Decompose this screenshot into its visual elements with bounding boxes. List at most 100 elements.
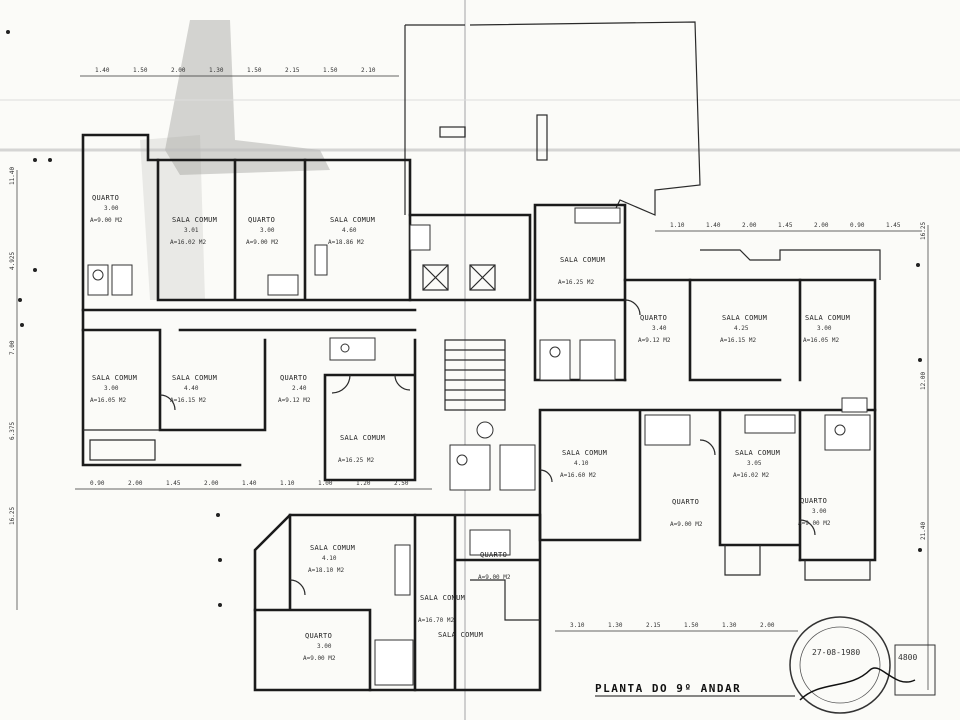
dimension-value: 2.00: [204, 480, 219, 487]
room-area-label: A=16.70 M2: [418, 617, 455, 624]
dimension-value: 1.50: [684, 622, 699, 629]
room-area-label: A=16.25 M2: [338, 457, 375, 464]
room-area-label: A=18.10 M2: [308, 567, 345, 574]
survey-marks: [6, 30, 922, 607]
room-dimension-label: 4.60: [342, 227, 357, 234]
dimension-value: 1.40: [706, 222, 721, 229]
room-dimension-label: 3.05: [747, 460, 762, 467]
dimension-value: 1.30: [608, 622, 623, 629]
stamp-date: 27-08-1980: [812, 648, 860, 657]
dimension-value: 2.00: [128, 480, 143, 487]
left-wing-outer-wall: [81, 133, 412, 467]
room-dimension-label: 3.00: [104, 205, 119, 212]
water-stain-2: [140, 135, 205, 300]
room-dimension-label: 3.00: [260, 227, 275, 234]
room-dimension-label: 3.00: [317, 643, 332, 650]
dimension-value: 1.30: [209, 67, 224, 74]
dimension-value: 4.925: [9, 252, 16, 270]
rooftop-outline: [404, 21, 701, 216]
bottom-wing-outer-wall: [253, 513, 417, 692]
room-name-label: SALA COMUM: [420, 594, 465, 602]
room-name-label: QUARTO: [280, 374, 307, 382]
room-area-label: A=9.00 M2: [478, 574, 511, 581]
dimension-value: 2.00: [760, 622, 775, 629]
room-name-label: SALA COMUM: [172, 374, 217, 382]
room-name-label: QUARTO: [800, 497, 827, 505]
dimension-value: 2.00: [171, 67, 186, 74]
room-dimension-label: 3.01: [184, 227, 199, 234]
dimension-value: 1.40: [242, 480, 257, 487]
room-dimension-label: 3.00: [104, 385, 119, 392]
dimension-value: 2.15: [285, 67, 300, 74]
room-name-label: QUARTO: [480, 551, 507, 559]
room-area-label: A=16.25 M2: [558, 279, 595, 286]
dimension-value: 1.50: [323, 67, 338, 74]
water-stain: [165, 20, 330, 175]
room-name-label: SALA COMUM: [92, 374, 137, 382]
room-dimension-label: 4.25: [734, 325, 749, 332]
room-area-label: A=16.60 M2: [560, 472, 597, 479]
dimension-value: 0.90: [90, 480, 105, 487]
dimension-value: 1.40: [95, 67, 110, 74]
room-dimension-label: 3.00: [817, 325, 832, 332]
dimension-value: 7.00: [9, 340, 16, 355]
room-dimension-label: 3.40: [652, 325, 667, 332]
room-name-label: SALA COMUM: [438, 631, 483, 639]
room-area-label: A=9.00 M2: [670, 521, 703, 528]
dimension-value: 2.15: [646, 622, 661, 629]
dimension-value: 1.45: [778, 222, 793, 229]
stair: [444, 339, 506, 411]
room-name-label: QUARTO: [305, 632, 332, 640]
core-walls: [408, 213, 532, 302]
dimension-value: 1.50: [247, 67, 262, 74]
sanitary-fixtures: [87, 207, 871, 686]
room-area-label: A=16.02 M2: [733, 472, 770, 479]
room-area-label: A=18.86 M2: [328, 239, 365, 246]
elevator-1: [422, 264, 449, 291]
room-name-label: SALA COMUM: [330, 216, 375, 224]
signature: [799, 667, 916, 701]
door-swings: [159, 299, 816, 596]
dimension-value: 2.50: [394, 480, 409, 487]
room-dimension-label: 4.40: [184, 385, 199, 392]
dimension-value: 1.45: [166, 480, 181, 487]
room-name-label: SALA COMUM: [562, 449, 607, 457]
dimension-value: 1.10: [280, 480, 295, 487]
drawing-title: PLANTA DO 9º ANDAR: [595, 682, 741, 695]
room-name-label: QUARTO: [672, 498, 699, 506]
municipal-approval-stamp: 27-08-1980 4800: [789, 616, 936, 714]
dimension-value: 1.20: [356, 480, 371, 487]
room-name-label: SALA COMUM: [310, 544, 355, 552]
dimension-value: 16.25: [9, 507, 16, 525]
dimension-value: 16.25: [920, 222, 927, 240]
dimension-value: 1.50: [133, 67, 148, 74]
dimension-value: 1.30: [722, 622, 737, 629]
room-name-label: SALA COMUM: [340, 434, 385, 442]
room-name-label: SALA COMUM: [560, 256, 605, 264]
room-name-label: SALA COMUM: [722, 314, 767, 322]
room-area-label: A=16.02 M2: [170, 239, 207, 246]
room-name-label: QUARTO: [92, 194, 119, 202]
dimension-value: 2.10: [361, 67, 376, 74]
room-name-label: QUARTO: [248, 216, 275, 224]
room-area-label: A=9.00 M2: [303, 655, 336, 662]
dimension-value: 2.00: [814, 222, 829, 229]
room-dimension-label: 4.10: [574, 460, 589, 467]
dimension-value: 1.10: [670, 222, 685, 229]
dimension-value: 12.00: [920, 372, 927, 390]
dimension-value: 1.45: [886, 222, 901, 229]
dimension-value: 3.10: [570, 622, 585, 629]
dimension-value: 0.90: [850, 222, 865, 229]
room-area-label: A=16.15 M2: [170, 397, 207, 404]
room-name-label: SALA COMUM: [735, 449, 780, 457]
room-name-label: SALA COMUM: [172, 216, 217, 224]
room-name-label: QUARTO: [640, 314, 667, 322]
room-name-label: SALA COMUM: [805, 314, 850, 322]
dimension-annotations: 1.40 1.50 2.00 1.30 1.50 2.15 1.50 2.10 1.10 1.40…: [9, 67, 929, 690]
dimension-value: 2.00: [742, 222, 757, 229]
room-area-label: A=16.05 M2: [90, 397, 127, 404]
room-area-label: A=9.12 M2: [278, 397, 311, 404]
room-area-label: A=9.12 M2: [638, 337, 671, 344]
